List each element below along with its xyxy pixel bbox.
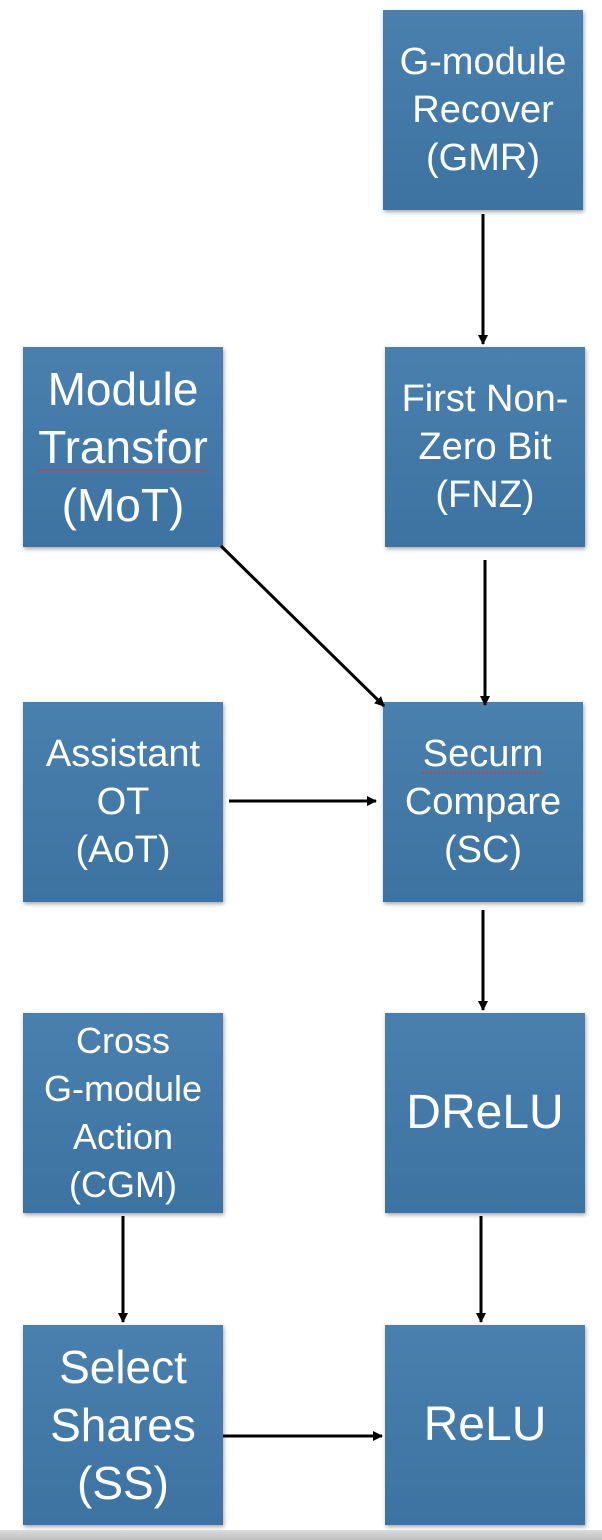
node-aot-line-2: OT xyxy=(96,781,150,823)
node-ss-line-1: Select xyxy=(59,1341,187,1393)
node-relu-line-1: ReLU xyxy=(423,1398,547,1451)
node-cgm-line-2: G-module xyxy=(43,1068,203,1109)
node-ss-line-2: Shares xyxy=(50,1399,196,1451)
node-gmr: G-module Recover (GMR) xyxy=(383,10,583,210)
node-cgm: Cross G-module Action (CGM) xyxy=(23,1013,223,1213)
node-relu: ReLU xyxy=(385,1325,585,1525)
node-fnz-line-2: Zero Bit xyxy=(418,426,552,468)
node-mot-line-1: Module xyxy=(47,363,199,415)
node-drelu: DReLU xyxy=(385,1013,585,1213)
node-aot: Assistant OT (AoT) xyxy=(23,702,223,902)
node-sc: Securn Compare (SC) xyxy=(383,702,583,902)
node-cgm-line-3: Action xyxy=(72,1116,174,1157)
node-gmr-line-1: G-module xyxy=(399,41,567,83)
node-sc-line-2: Compare xyxy=(404,781,562,823)
node-fnz: First Non- Zero Bit (FNZ) xyxy=(385,347,585,547)
node-aot-line-1: Assistant xyxy=(45,733,201,775)
node-aot-line-3: (AoT) xyxy=(75,829,171,871)
node-ss-line-3: (SS) xyxy=(77,1457,169,1509)
node-sc-line-1: Securn xyxy=(422,733,544,775)
node-mot-line-3: (MoT) xyxy=(61,479,185,531)
node-mot-line-2: Transfor xyxy=(38,421,208,473)
node-cgm-line-4: (CGM) xyxy=(69,1164,177,1205)
node-fnz-line-1: First Non- xyxy=(401,378,569,420)
edge-mot-sc xyxy=(219,544,386,708)
node-fnz-line-3: (FNZ) xyxy=(435,474,535,516)
node-ss: Select Shares (SS) xyxy=(23,1325,223,1525)
node-sc-line-3: (SC) xyxy=(443,829,523,871)
node-gmr-line-2: Recover xyxy=(412,89,554,131)
node-mot: Module Transfor (MoT) xyxy=(23,347,223,547)
node-drelu-line-1: DReLU xyxy=(406,1086,564,1139)
node-gmr-line-3: (GMR) xyxy=(426,137,540,179)
node-cgm-line-1: Cross xyxy=(75,1020,170,1061)
bottom-divider xyxy=(0,1530,602,1540)
